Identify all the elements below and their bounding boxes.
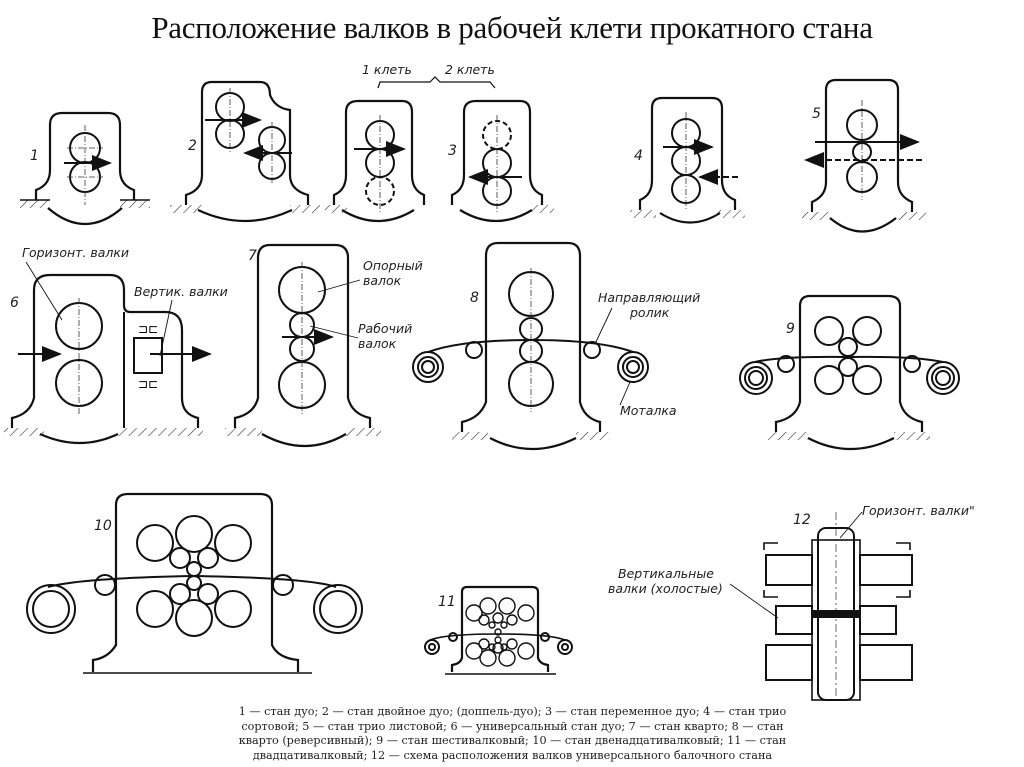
annotation-vertical-idle-rolls-2: валки (холостые) [608, 581, 723, 596]
annotation-work-roll-1: Рабочий [358, 321, 412, 336]
annotation-coiler: Моталка [620, 403, 677, 418]
figure-8-reversing-quarto-stand: Направляющий ролик Моталка 8 [412, 241, 700, 451]
figure-9-six-high-stand: 9 [739, 294, 960, 451]
caption-line: двадцативалковый; 12 — схема расположени… [252, 748, 773, 762]
figure-label-2: 2 [188, 138, 197, 154]
annotation-guide-roller-1: Направляющий [598, 290, 700, 305]
annotation-work-roll-2: валок [358, 336, 397, 351]
annotation-vertical-rolls: Вертик. валки [134, 284, 228, 299]
figure-label-6: 6 [10, 295, 19, 311]
figure-4-trio-section-stand: 4 [630, 96, 745, 224]
caption-line: кварто (реверсивный); 9 — стан шестивалк… [238, 734, 787, 747]
bearing-icon: ⊐⊏ [138, 322, 158, 336]
caption-line: сортовой; 5 — стан трио листовой; 6 — ун… [241, 719, 784, 733]
annotation-backup-roll-2: валок [363, 273, 402, 288]
stand-1-label: 1 клеть [362, 62, 412, 77]
figure-12-universal-beam-mill-layout: 12 Горизонт. валки" Вертикальные валки (… [608, 503, 975, 701]
figure-1-duo-stand: 1 [20, 111, 150, 226]
figure-11-twenty-high-stand: 11 [424, 585, 573, 675]
annotation-horizontal-rolls-12: Горизонт. валки" [862, 503, 975, 518]
figure-label-9: 9 [786, 321, 795, 337]
annotation-guide-roller-2: ролик [629, 305, 670, 320]
figure-3-alternate-duo-stands: 1 клеть 2 клеть 3 [325, 62, 554, 222]
page-title: Расположение валков в рабочей клети прок… [151, 10, 873, 45]
figure-label-11: 11 [438, 594, 456, 610]
bearing-icon: ⊐⊏ [138, 377, 158, 391]
figure-label-1: 1 [30, 148, 39, 164]
figure-label-3: 3 [448, 143, 457, 159]
annotation-horizontal-rolls: Горизонт. валки [22, 245, 129, 260]
annotation-backup-roll-1: Опорный [363, 258, 423, 273]
caption-line: 1 — стан дуо; 2 — стан двойное дуо; (доп… [238, 705, 787, 718]
figure-label-7: 7 [248, 248, 257, 264]
figure-6-universal-duo-stand: Горизонт. валки Вертик. валки ⊐⊏ ⊐⊏ 6 [4, 245, 228, 445]
figure-caption: 1 — стан дуо; 2 — стан двойное дуо; (доп… [140, 705, 885, 763]
figure-label-12: 12 [793, 512, 811, 528]
annotation-vertical-idle-rolls-1: Вертикальные [618, 566, 714, 581]
stand-2-label: 2 клеть [445, 62, 495, 77]
figure-label-5: 5 [812, 106, 821, 122]
figure-10-twelve-high-stand: 10 [26, 492, 363, 674]
figure-label-4: 4 [634, 148, 643, 164]
figure-label-8: 8 [470, 290, 479, 306]
figure-7-quarto-stand: Опорный валок Рабочий валок 7 [225, 243, 423, 448]
figure-5-trio-sheet-stand: 5 [802, 78, 926, 233]
figure-label-10: 10 [94, 518, 112, 534]
figure-2-double-duo-stand: 2 [170, 80, 320, 223]
